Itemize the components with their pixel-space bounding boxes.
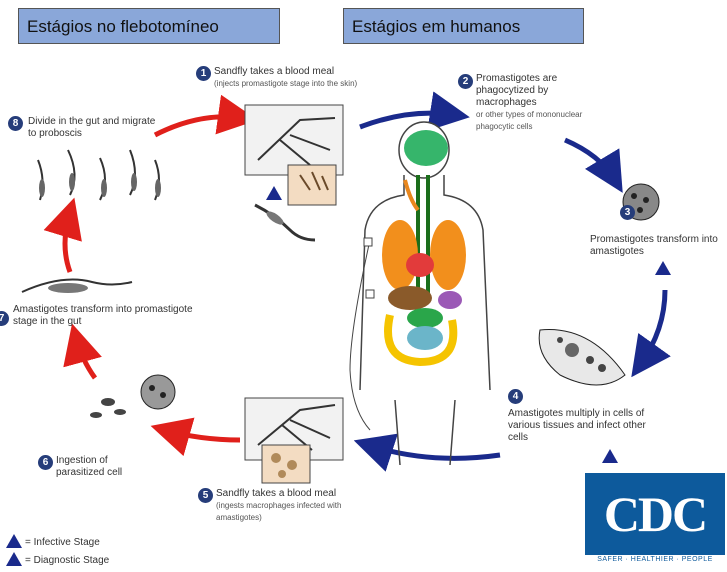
parasitized-cell-6 [141,375,175,409]
legend-diagnostic-label: = Diagnostic Stage [25,555,109,566]
step-sub-5: (ingests macrophages infected with amast… [216,501,341,522]
step-text-5: Sandfly takes a blood meal [216,488,336,499]
step-text-1: Sandfly takes a blood meal [214,66,334,77]
diagnostic-stage-icon-3 [655,261,671,275]
step-badge-2: 2 [458,74,473,89]
cdc-logo-tagline: SAFER · HEALTHIER · PEOPLE [585,556,725,563]
arrow-1-to-2 [360,113,455,127]
arrow-3-to-4 [640,290,665,365]
human-stages-header: Estágios em humanos [343,8,584,44]
step-badge-5: 5 [198,488,213,503]
infective-stage-icon [266,186,282,200]
step-text-6: Ingestion of parasitized cell [56,455,146,479]
legend-infective-label: = Infective Stage [25,537,100,548]
step-label-2: Promastigotes are phagocytized by macrop… [476,73,596,133]
cdc-logo: CDC SAFER · HEALTHIER · PEOPLE [585,473,725,566]
step-badge-6: 6 [38,455,53,470]
step-text-8: Divide in the gut and migrate to probosc… [28,116,158,140]
step-badge-3: 3 [620,205,635,220]
arrow-7-to-8 [65,212,70,272]
arrow-8-to-1 [155,117,243,135]
step-badge-8: 8 [8,116,23,131]
sandfly-stages-header: Estágios no flebotomíneo [18,8,280,44]
step-sub-2: or other types of mononuclear phagocytic… [476,110,582,131]
step-text-4: Amastigotes multiply in cells of various… [508,408,648,444]
legend-diagnostic-icon [6,552,22,566]
arrow-6-to-7 [76,338,95,378]
lymph-line [350,240,370,430]
step-text-7: Amastigotes transform into promastigote … [13,304,193,328]
arrow-5-to-6 [165,430,240,440]
diagnostic-stage-icon-4 [602,449,618,463]
step-sub-1: (injects promastigote stage into the ski… [214,79,357,88]
step-label-1: Sandfly takes a blood meal (injects prom… [214,66,364,90]
step-label-5: Sandfly takes a blood meal (ingests macr… [216,488,366,524]
step-badge-4: 4 [508,389,523,404]
infected-cell-4 [539,330,625,385]
step-text-2: Promastigotes are phagocytized by macrop… [476,73,557,108]
step-text-3: Promastigotes transform into amastigotes [590,234,725,258]
arrow-2-to-3 [565,140,615,180]
cdc-logo-text: CDC [585,473,725,555]
arrow-4-to-5 [368,445,500,458]
step-badge-1: 1 [196,66,211,81]
legend-infective-icon [6,534,22,548]
